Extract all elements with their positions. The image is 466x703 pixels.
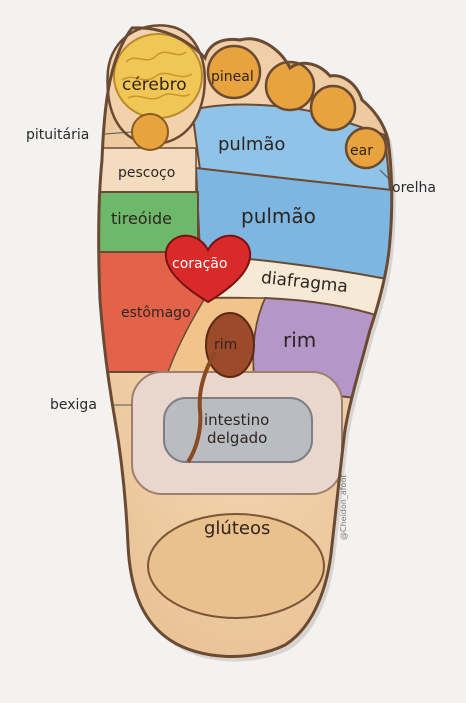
kidney bbox=[205, 312, 255, 378]
watermark: @Cheidon_afoot bbox=[339, 474, 348, 541]
label-coracao: coração bbox=[172, 256, 228, 272]
label-intestino: intestino bbox=[204, 411, 270, 429]
toe-pineal bbox=[206, 44, 262, 100]
label-orelha: orelha bbox=[392, 180, 436, 196]
label-tireoide: tireóide bbox=[111, 209, 173, 228]
label-ear: ear bbox=[350, 143, 373, 159]
label-cerebro: cérebro bbox=[122, 75, 187, 95]
brain-folds bbox=[121, 51, 193, 100]
label-pulmao-upper: pulmão bbox=[218, 134, 286, 155]
label-rim-right: rim bbox=[283, 328, 317, 352]
label-pituitaria: pituitária bbox=[26, 127, 90, 143]
ear-leader bbox=[379, 169, 393, 183]
label-pineal: pineal bbox=[211, 69, 254, 85]
label-delgado: delgado bbox=[207, 429, 268, 447]
label-pescoco: pescoço bbox=[118, 165, 176, 181]
label-bexiga: bexiga bbox=[50, 397, 97, 413]
label-gluteos: glúteos bbox=[204, 518, 271, 539]
label-rim-left: rim bbox=[214, 337, 238, 353]
toe-2 bbox=[264, 60, 316, 112]
toe-ear bbox=[344, 126, 388, 170]
heart bbox=[164, 234, 252, 304]
ureter bbox=[186, 351, 217, 464]
pituitary-leader bbox=[104, 131, 133, 135]
foot-outline bbox=[97, 26, 394, 658]
pituitary bbox=[131, 113, 169, 151]
toe-3 bbox=[309, 84, 357, 132]
label-pulmao-lower: pulmão bbox=[241, 204, 316, 228]
gluteal-zone bbox=[147, 513, 325, 619]
label-estomago: estômago bbox=[121, 305, 191, 321]
